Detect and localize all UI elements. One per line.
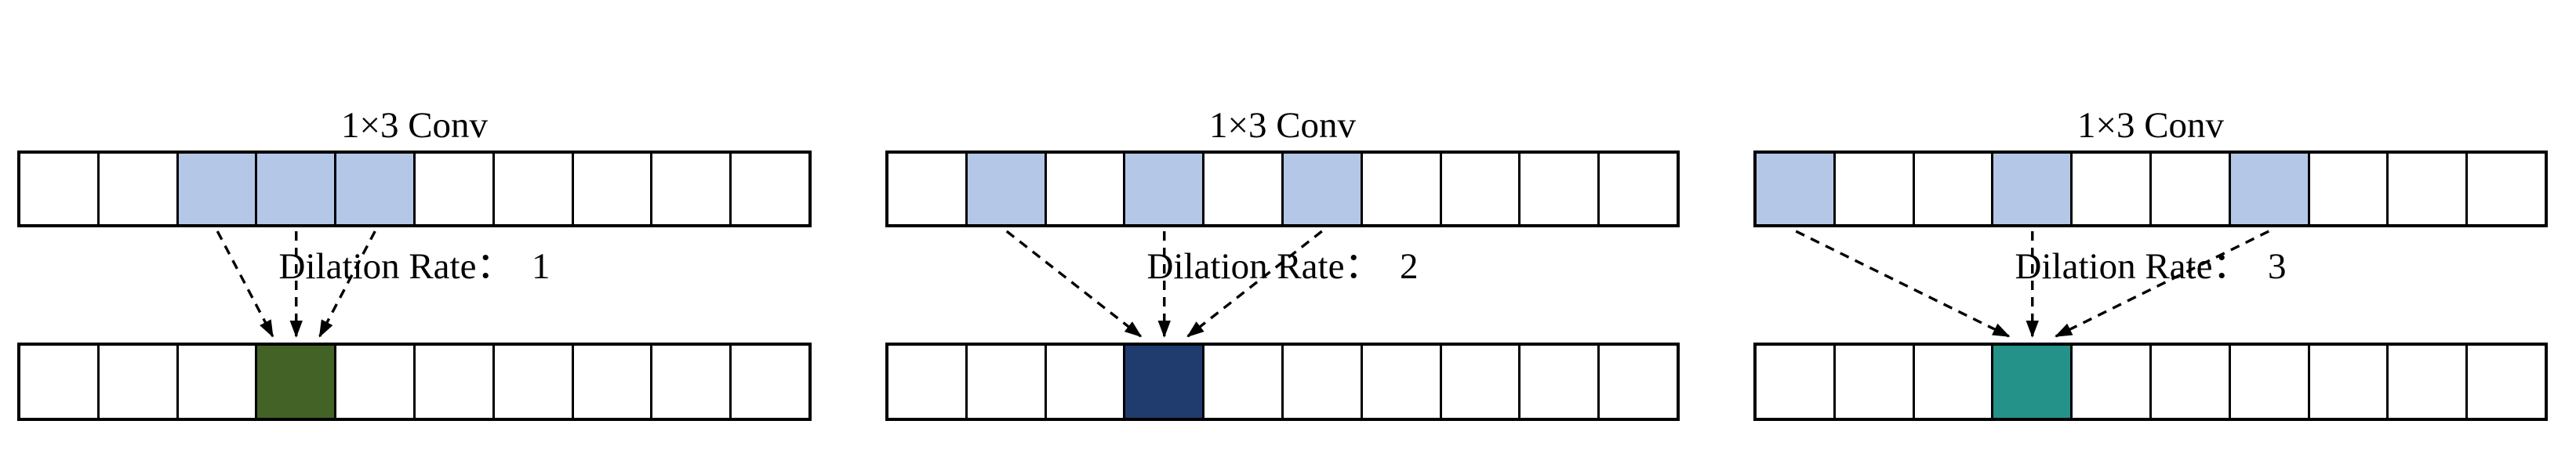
input-cell-1 [888,154,968,224]
output-cell-4 [257,346,337,418]
panel-title: 1×3 Conv Dilation Rate： 2 [885,8,1680,384]
input-cell-7 [1362,154,1442,224]
output-cell-5 [336,346,416,418]
conv-arrows [216,230,376,338]
input-cell-2 [1835,154,1915,224]
conv-arrow [1186,230,1323,338]
dilation-rate-1-panel: 1×3 Conv Dilation Rate： 1 [0,0,859,457]
input-cell-5 [336,154,416,224]
input-cell-9 [1521,154,1600,224]
input-cell-9 [2389,154,2469,224]
conv-arrows [1005,230,1323,338]
input-cell-4 [1993,154,2073,224]
output-cell-9 [1521,346,1600,418]
input-cell-8 [2309,154,2389,224]
panel-title: 1×3 Conv Dilation Rate： 3 [1753,8,2548,384]
output-cell-7 [494,346,574,418]
input-feature-row [1753,151,2548,227]
output-cell-1 [20,346,100,418]
input-cell-8 [573,154,653,224]
dilation-rate-label: Dilation Rate： 2 [1146,246,1419,287]
output-cell-7 [2230,346,2310,418]
conv-arrow [1795,230,2011,338]
output-feature-row [17,343,812,421]
output-cell-8 [2309,346,2389,418]
input-cell-5 [2073,154,2152,224]
dilation-rate-label: Dilation Rate： 1 [278,246,550,287]
conv-arrow [216,230,274,338]
panel-title: 1×3 Conv Dilation Rate： 1 [17,8,812,384]
input-cell-3 [1914,154,1994,224]
output-cell-2 [1835,346,1915,418]
input-cell-7 [494,154,574,224]
input-cell-3 [178,154,258,224]
input-feature-row [17,151,812,227]
input-cell-9 [652,154,732,224]
dilation-rate-label: Dilation Rate： 3 [2015,246,2287,287]
input-cell-10 [2468,154,2545,224]
input-cell-5 [1204,154,1284,224]
conv-arrows [1795,230,2270,338]
input-cell-6 [415,154,495,224]
conv-kernel-label: 1×3 Conv [340,105,489,146]
input-cell-8 [1441,154,1521,224]
input-cell-2 [967,154,1047,224]
input-cell-6 [1283,154,1363,224]
conv-arrow [318,230,376,338]
conv-arrow [1005,230,1143,338]
input-cell-10 [1600,154,1677,224]
output-cell-9 [652,346,732,418]
input-cell-4 [257,154,337,224]
output-cell-4 [1125,346,1205,418]
input-cell-7 [2230,154,2310,224]
conv-arrow [2055,230,2270,338]
conv-kernel-label: 1×3 Conv [2076,105,2225,146]
output-cell-4 [1993,346,2073,418]
input-cell-3 [1046,154,1126,224]
output-cell-8 [1441,346,1521,418]
dilation-rate-2-panel: 1×3 Conv Dilation Rate： 2 [859,0,1717,457]
output-cell-2 [99,346,179,418]
output-cell-3 [1046,346,1126,418]
output-cell-5 [2073,346,2152,418]
input-cell-4 [1125,154,1205,224]
output-cell-7 [1362,346,1442,418]
input-feature-row [885,151,1680,227]
output-cell-2 [967,346,1047,418]
output-feature-row [1753,343,2548,421]
conv-kernel-label: 1×3 Conv [1208,105,1357,146]
dilation-rate-3-panel: 1×3 Conv Dilation Rate： 3 [1717,0,2576,457]
input-cell-1 [20,154,100,224]
output-cell-5 [1204,346,1284,418]
output-cell-9 [2389,346,2469,418]
output-cell-6 [1283,346,1363,418]
input-cell-1 [1757,154,1836,224]
output-cell-6 [2151,346,2231,418]
input-cell-10 [732,154,808,224]
output-cell-1 [888,346,968,418]
input-cell-6 [2151,154,2231,224]
output-cell-1 [1757,346,1836,418]
output-feature-row [885,343,1680,421]
output-cell-6 [415,346,495,418]
output-cell-8 [573,346,653,418]
output-cell-10 [732,346,808,418]
output-cell-10 [1600,346,1677,418]
input-cell-2 [99,154,179,224]
output-cell-3 [1914,346,1994,418]
output-cell-3 [178,346,258,418]
output-cell-10 [2468,346,2545,418]
